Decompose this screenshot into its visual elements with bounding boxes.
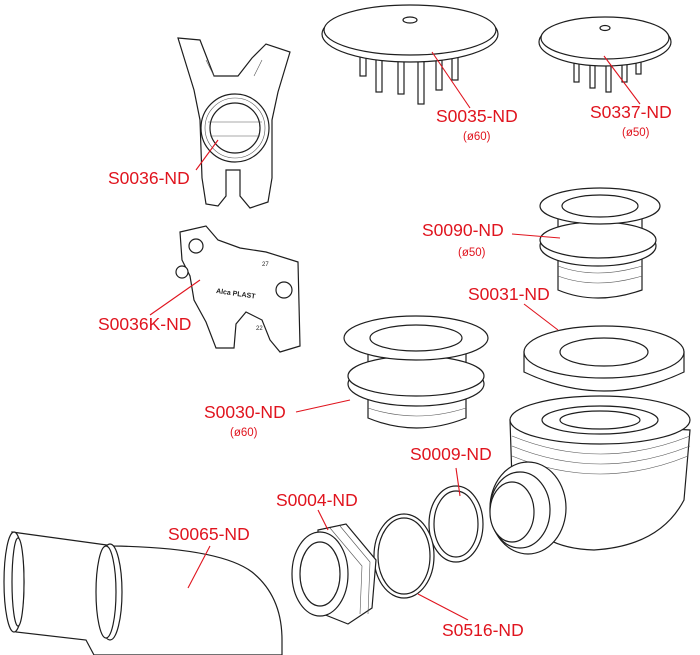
part-s0036k-flat-spanner: Alca PLAST 27 22 — [175, 225, 301, 353]
leader-s0030 — [295, 399, 351, 413]
label-s0035: S0035-ND — [436, 106, 518, 126]
size-s0090: (ø50) — [458, 247, 486, 259]
leader-s0090 — [511, 233, 561, 239]
label-s0065: S0065-ND — [168, 524, 250, 544]
part-s0004-union-nut — [291, 523, 377, 625]
leader-s0036 — [195, 139, 219, 171]
part-s0337-cover-50 — [538, 16, 672, 93]
part-s0009-ring — [428, 485, 484, 563]
s0036k-size-27: 27 — [262, 262, 269, 268]
label-s0337: S0337-ND — [590, 102, 672, 122]
label-s0004: S0004-ND — [276, 490, 358, 510]
leader-s0036k — [149, 279, 201, 316]
size-s0030: (ø60) — [230, 427, 258, 439]
size-s0337: (ø50) — [622, 127, 650, 139]
leader-s0337 — [603, 55, 641, 105]
part-s0090-flange-50 — [539, 187, 661, 299]
leader-s0065 — [187, 545, 211, 589]
label-s0031: S0031-ND — [468, 284, 550, 304]
leader-lines — [149, 51, 641, 621]
size-s0035: (ø60) — [463, 131, 491, 143]
part-s0036-key-spanner — [177, 37, 291, 209]
part-s0035-cover-60 — [321, 4, 499, 105]
label-s0036k: S0036K-ND — [98, 314, 192, 334]
leader-s0516 — [417, 593, 469, 621]
leader-s0035 — [431, 51, 471, 109]
part-s0065-bent-pipe — [3, 531, 283, 655]
leader-s0004 — [317, 509, 329, 531]
s0036k-size-22: 22 — [256, 326, 263, 332]
part-s0031-washer — [523, 325, 685, 392]
leader-s0009 — [455, 467, 461, 497]
part-s0030-flange-60 — [343, 315, 489, 429]
label-s0036: S0036-ND — [108, 168, 190, 188]
label-s0009: S0009-ND — [410, 444, 492, 464]
part-s0516-o-ring — [373, 513, 435, 599]
part-trap-body — [489, 395, 691, 555]
label-s0030: S0030-ND — [204, 402, 286, 422]
label-s0090: S0090-ND — [422, 220, 504, 240]
leader-s0031 — [523, 303, 559, 331]
label-s0516: S0516-ND — [442, 620, 524, 640]
